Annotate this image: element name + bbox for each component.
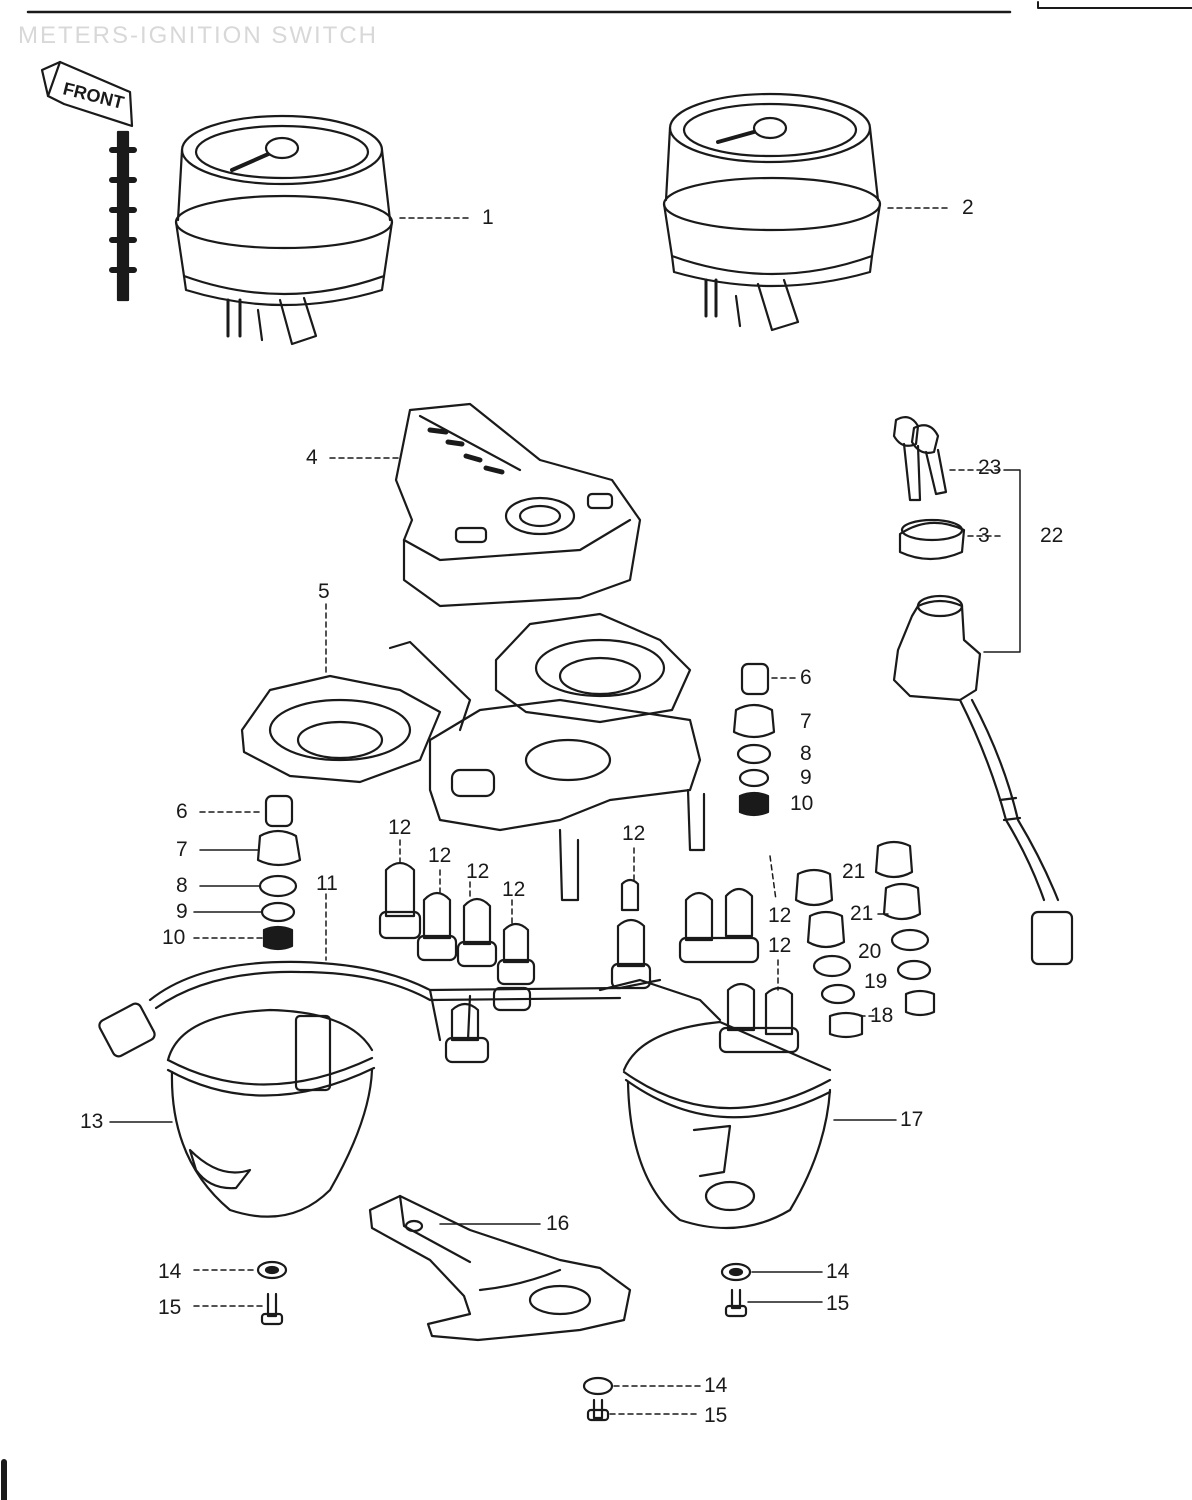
callout-11: 11 (316, 872, 338, 895)
part-11-wire-harness (98, 893, 722, 1058)
part-12-bulb-sockets (378, 839, 800, 1064)
callout-15-left: 15 (158, 1296, 182, 1319)
callout-13: 13 (80, 1110, 104, 1133)
callout-6-left: 6 (176, 800, 188, 823)
callout-9-left: 9 (176, 900, 188, 923)
callout-5: 5 (318, 580, 330, 603)
part-13-case-left (109, 1008, 376, 1218)
callout-3: 3 (978, 524, 990, 547)
callout-16: 16 (546, 1212, 570, 1235)
callout-9-right: 9 (800, 766, 812, 789)
callout-12-d: 12 (502, 878, 526, 901)
callout-18: 18 (870, 1004, 894, 1027)
callout-10-left: 10 (162, 926, 186, 949)
part-16-bracket (368, 1194, 632, 1342)
callout-21-a: 21 (842, 860, 866, 883)
callout-12-g: 12 (768, 934, 792, 957)
callout-23: 23 (978, 456, 1002, 479)
callout-22: 22 (1040, 524, 1064, 547)
part-1-meter-left (174, 114, 471, 346)
callout-6-right: 6 (800, 666, 812, 689)
callout-17: 17 (900, 1108, 924, 1131)
part-17-case-right (622, 1020, 897, 1230)
callout-14-left: 14 (158, 1260, 182, 1283)
callout-8-left: 8 (176, 874, 188, 897)
callout-14-bottom: 14 (704, 1374, 728, 1397)
fasteners-14-15 (193, 1260, 823, 1422)
part-22-ignition-switch (892, 415, 1074, 966)
part-2-meter-right (662, 92, 951, 332)
callout-7-right: 7 (800, 710, 812, 733)
callout-1: 1 (482, 206, 494, 229)
leader-lines (439, 855, 889, 1017)
part-stack-left-6-10 (193, 794, 302, 951)
grommets-18-21 (794, 840, 936, 1039)
callout-10-right: 10 (790, 792, 814, 815)
front-arrow-icon: FRONT (40, 60, 137, 302)
callout-14-right: 14 (826, 1260, 850, 1283)
callout-8-right: 8 (800, 742, 812, 765)
callout-7-left: 7 (176, 838, 188, 861)
callout-2: 2 (962, 196, 974, 219)
callout-12-a: 12 (388, 816, 412, 839)
callout-12-b: 12 (428, 844, 452, 867)
page-title: METERS-IGNITION SWITCH (18, 22, 378, 49)
callout-20: 20 (858, 940, 882, 963)
callout-15-bottom: 15 (704, 1404, 728, 1427)
callout-15-right: 15 (826, 1292, 850, 1315)
part-5-meter-base (240, 603, 706, 902)
callout-19: 19 (864, 970, 888, 993)
callout-4: 4 (306, 446, 318, 469)
callout-12-c: 12 (466, 860, 490, 883)
callout-12-e: 12 (622, 822, 646, 845)
part-4-meter-cover (329, 402, 642, 608)
part-stack-right-6-10 (732, 662, 797, 817)
callout-21-b: 21 (850, 902, 874, 925)
callout-12-f: 12 (768, 904, 792, 927)
